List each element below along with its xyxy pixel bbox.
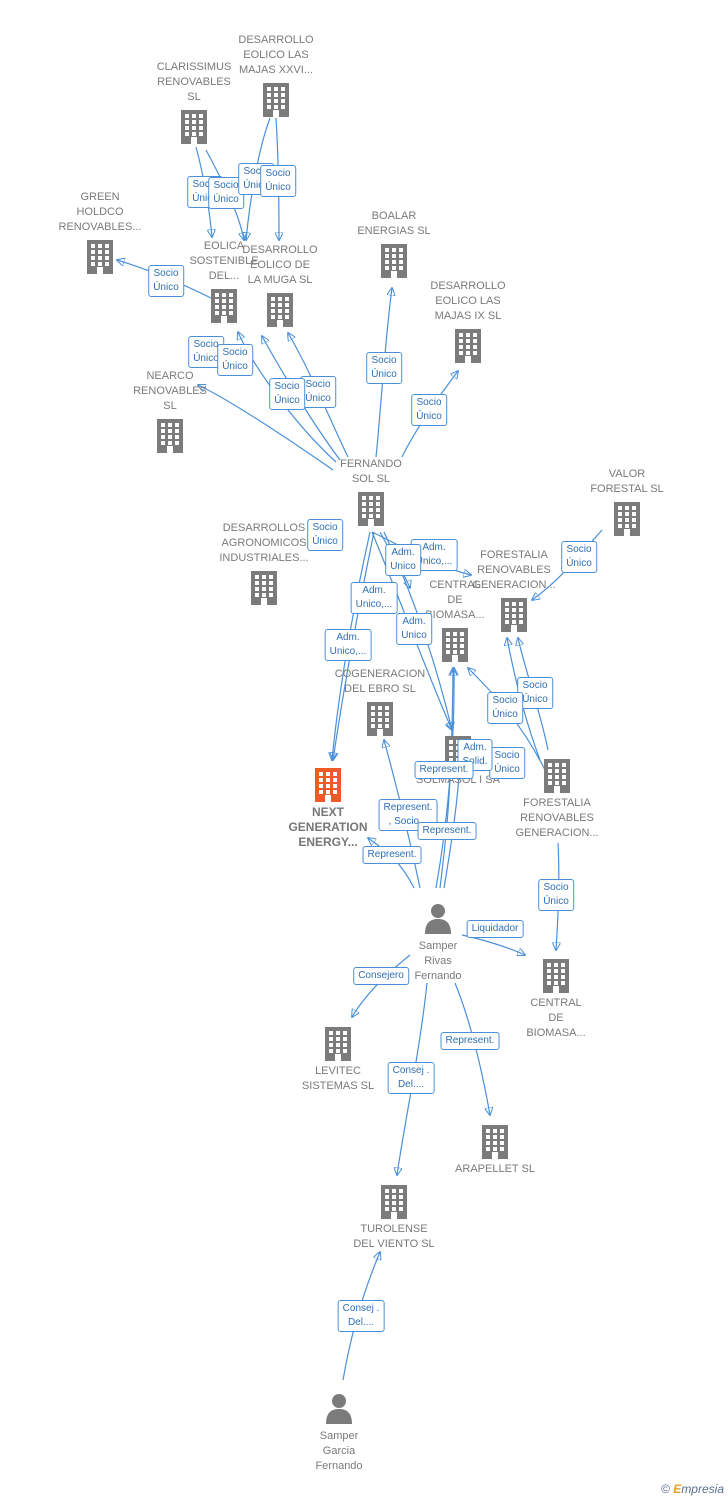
edge-label-represent[interactable]: Represent. [414,761,474,779]
node-label: Samper Garcia Fernando [315,1430,363,1472]
edge-label-consej-del[interactable]: Consej . Del.... [337,1300,385,1332]
building-icon [208,287,240,323]
edge-label-socio-unico[interactable]: Socio Único [148,265,184,297]
edge-label-socio-unico[interactable]: Socio Único [300,376,336,408]
building-icon [364,700,396,736]
node-label: GREEN HOLDCO RENOVABLES... [58,191,142,233]
node-central-biomasa-bottom[interactable]: CENTRAL DE BIOMASA... [491,957,621,1041]
edge-label-liquidador[interactable]: Liquidador [466,920,524,938]
node-label: COGENERACION DEL EBRO SL [334,668,426,695]
building-icon [611,500,643,536]
edge-samper_rivas-to-levitec [352,954,411,1017]
node-samper-garcia-fernando[interactable]: Samper Garcia Fernando [274,1390,404,1474]
building-icon [84,238,116,274]
building-icon [322,1025,354,1061]
building-icon [355,490,387,526]
edge-label-represent[interactable]: Represent. [362,846,422,864]
building-icon [378,242,410,278]
node-desarrollo-eolico-majas-ix[interactable]: DESARROLLO EOLICO LAS MAJAS IX SL [403,279,533,363]
node-desarrollo-eolico-muga[interactable]: DESARROLLO EOLICO DE LA MUGA SL [215,243,345,327]
node-label: DESARROLLO EOLICO DE LA MUGA SL [242,244,318,286]
building-icon [260,81,292,117]
edge-label-socio-unico[interactable]: Socio Único [217,344,253,376]
person-icon [323,1390,355,1426]
edge-label-represent[interactable]: Represent. [440,1032,500,1050]
node-label: FORESTALIA RENOVABLES GENERACION... [472,549,556,591]
edge-label-adm-unico[interactable]: Adm. Unico,... [350,582,398,614]
node-label: LEVITEC SISTEMAS SL [301,1065,375,1092]
edge-label-socio-unico[interactable]: Socio Único [269,378,305,410]
edge-label-consejero[interactable]: Consejero [353,967,409,985]
building-icon [452,327,484,363]
node-green-holdco-renovables[interactable]: GREEN HOLDCO RENOVABLES... [35,190,165,274]
building-icon [154,417,186,453]
node-label: VALOR FORESTAL SL [590,468,664,495]
building-icon [312,766,344,802]
edge-label-socio-unico[interactable]: Socio Único [517,677,553,709]
edge-label-socio-unico[interactable]: Socio Único [307,519,343,551]
edge-samper_rivas-to-solmasol [439,668,453,889]
edge-label-socio-unico[interactable]: Socio Único [366,352,402,384]
node-eolica-sostenible[interactable]: EOLICA SOSTENIBLE DEL... [159,239,289,323]
node-forestalia-renovables-bottom[interactable]: FORESTALIA RENOVABLES GENERACION... [492,757,622,841]
node-clarissimus-renovables[interactable]: CLARISSIMUS RENOVABLES SL [129,60,259,144]
node-label: NEARCO RENOVABLES SL [133,370,207,412]
node-cogeneracion-ebro[interactable]: COGENERACION DEL EBRO SL [315,667,445,736]
node-label: FORESTALIA RENOVABLES GENERACION... [515,797,599,839]
building-icon [264,291,296,327]
node-desarrollos-agronomicos[interactable]: DESARROLLOS AGRONOMICOS INDUSTRIALES... [199,521,329,605]
node-valor-forestal[interactable]: VALOR FORESTAL SL [562,467,692,536]
building-icon [439,626,471,662]
copyright-symbol: © [661,1482,670,1496]
edge-label-adm-unico[interactable]: Adm. Unico [396,613,432,645]
node-desarrollo-eolico-majas-xxvi[interactable]: DESARROLLO EOLICO LAS MAJAS XXVI... [211,33,341,117]
edge-fernando_sol-to-nearco [198,385,334,471]
node-label: TUROLENSE DEL VIENTO SL [353,1223,435,1250]
edge-label-socio-unico[interactable]: Socio Único [260,165,296,197]
node-next-generation-energy[interactable]: NEXT GENERATION ENERGY... [263,766,393,850]
node-forestalia-renovables-top[interactable]: FORESTALIA RENOVABLES GENERACION... [449,548,579,632]
node-boalar-energias[interactable]: BOALAR ENERGIAS SL [329,209,459,278]
node-label: DESARROLLOS AGRONOMICOS INDUSTRIALES... [219,522,309,564]
node-label: ARAPELLET SL [455,1163,535,1175]
node-arapellet[interactable]: ARAPELLET SL [430,1123,560,1177]
node-levitec-sistemas[interactable]: LEVITEC SISTEMAS SL [273,1025,403,1094]
empresia-logo[interactable]: Empresia [673,1482,724,1496]
edge-label-socio-unico[interactable]: Socio Único [411,394,447,426]
edge-label-adm-unico[interactable]: Adm. Unico,... [324,629,372,661]
building-icon [540,957,572,993]
node-label: Samper Rivas Fernando [414,940,462,982]
node-label: CENTRAL DE BIOMASA... [425,579,485,621]
edge-label-represent[interactable]: Represent. [417,822,477,840]
building-icon [248,569,280,605]
node-label: DESARROLLO EOLICO LAS MAJAS IX SL [430,280,506,322]
node-label: CENTRAL DE BIOMASA... [526,997,586,1039]
node-label: FERNANDO SOL SL [340,458,402,485]
building-icon [498,596,530,632]
edge-label-socio-unico[interactable]: Socio Único [487,692,523,724]
node-label: BOALAR ENERGIAS SL [357,210,431,237]
node-turolense-viento[interactable]: TUROLENSE DEL VIENTO SL [329,1183,459,1252]
edge-label-socio-unico[interactable]: Socio Único [538,879,574,911]
footer-credit: © Empresia [661,1482,724,1496]
person-icon [422,900,454,936]
node-nearco-renovables[interactable]: NEARCO RENOVABLES SL [105,369,235,453]
node-label: EOLICA SOSTENIBLE DEL... [189,240,259,282]
building-icon [178,108,210,144]
node-label: CLARISSIMUS RENOVABLES SL [156,61,232,103]
edge-samper_rivas-to-central_biomasa_top [435,668,454,889]
node-label: NEXT GENERATION ENERGY... [288,805,368,849]
node-fernando-sol[interactable]: FERNANDO SOL SL [306,457,436,526]
building-icon [541,757,573,793]
edge-label-socio-unico[interactable]: Socio Único [561,541,597,573]
node-central-biomasa-top[interactable]: CENTRAL DE BIOMASA... [390,578,520,662]
node-label: DESARROLLO EOLICO LAS MAJAS XXVI... [238,34,314,76]
building-icon [378,1183,410,1219]
edge-label-socio-unico[interactable]: Socio Único [489,747,525,779]
edge-label-adm-unico[interactable]: Adm. Unico [385,544,421,576]
node-samper-rivas-fernando[interactable]: Samper Rivas Fernando [373,900,503,984]
edge-label-consej-del[interactable]: Consej . Del.... [387,1062,435,1094]
building-icon [479,1123,511,1159]
